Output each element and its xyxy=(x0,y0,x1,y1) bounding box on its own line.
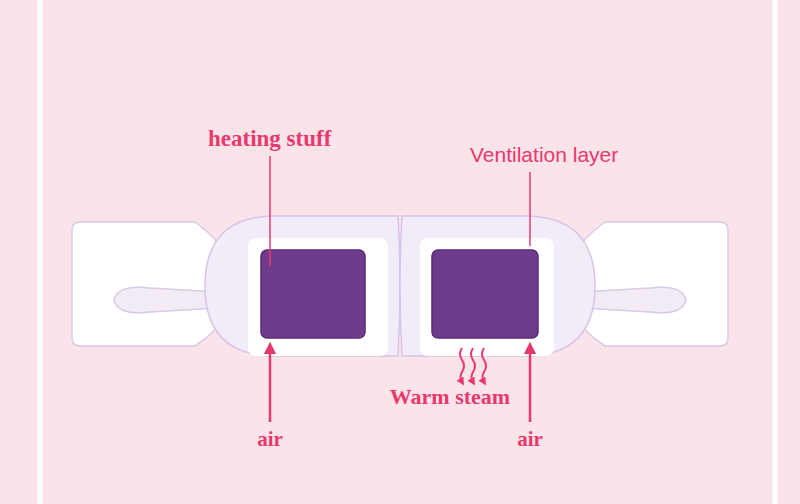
frame xyxy=(40,0,775,504)
mask-body xyxy=(205,216,595,356)
air-arrow xyxy=(269,348,272,422)
callout-label: Warm steam xyxy=(390,385,510,409)
heating-pad xyxy=(261,250,365,338)
heating-pad xyxy=(432,250,538,338)
leader-line xyxy=(269,156,271,266)
callout-label: Ventilation layer xyxy=(470,143,618,166)
callout-label: heating stuff xyxy=(208,126,331,151)
flow-label: air xyxy=(517,428,543,451)
ventilation-layer xyxy=(248,238,388,356)
steam-arrows xyxy=(460,348,486,382)
leader-line xyxy=(529,172,531,246)
air-arrow xyxy=(529,348,532,422)
flow-label: air xyxy=(257,428,283,451)
ventilation-layer xyxy=(420,238,554,356)
